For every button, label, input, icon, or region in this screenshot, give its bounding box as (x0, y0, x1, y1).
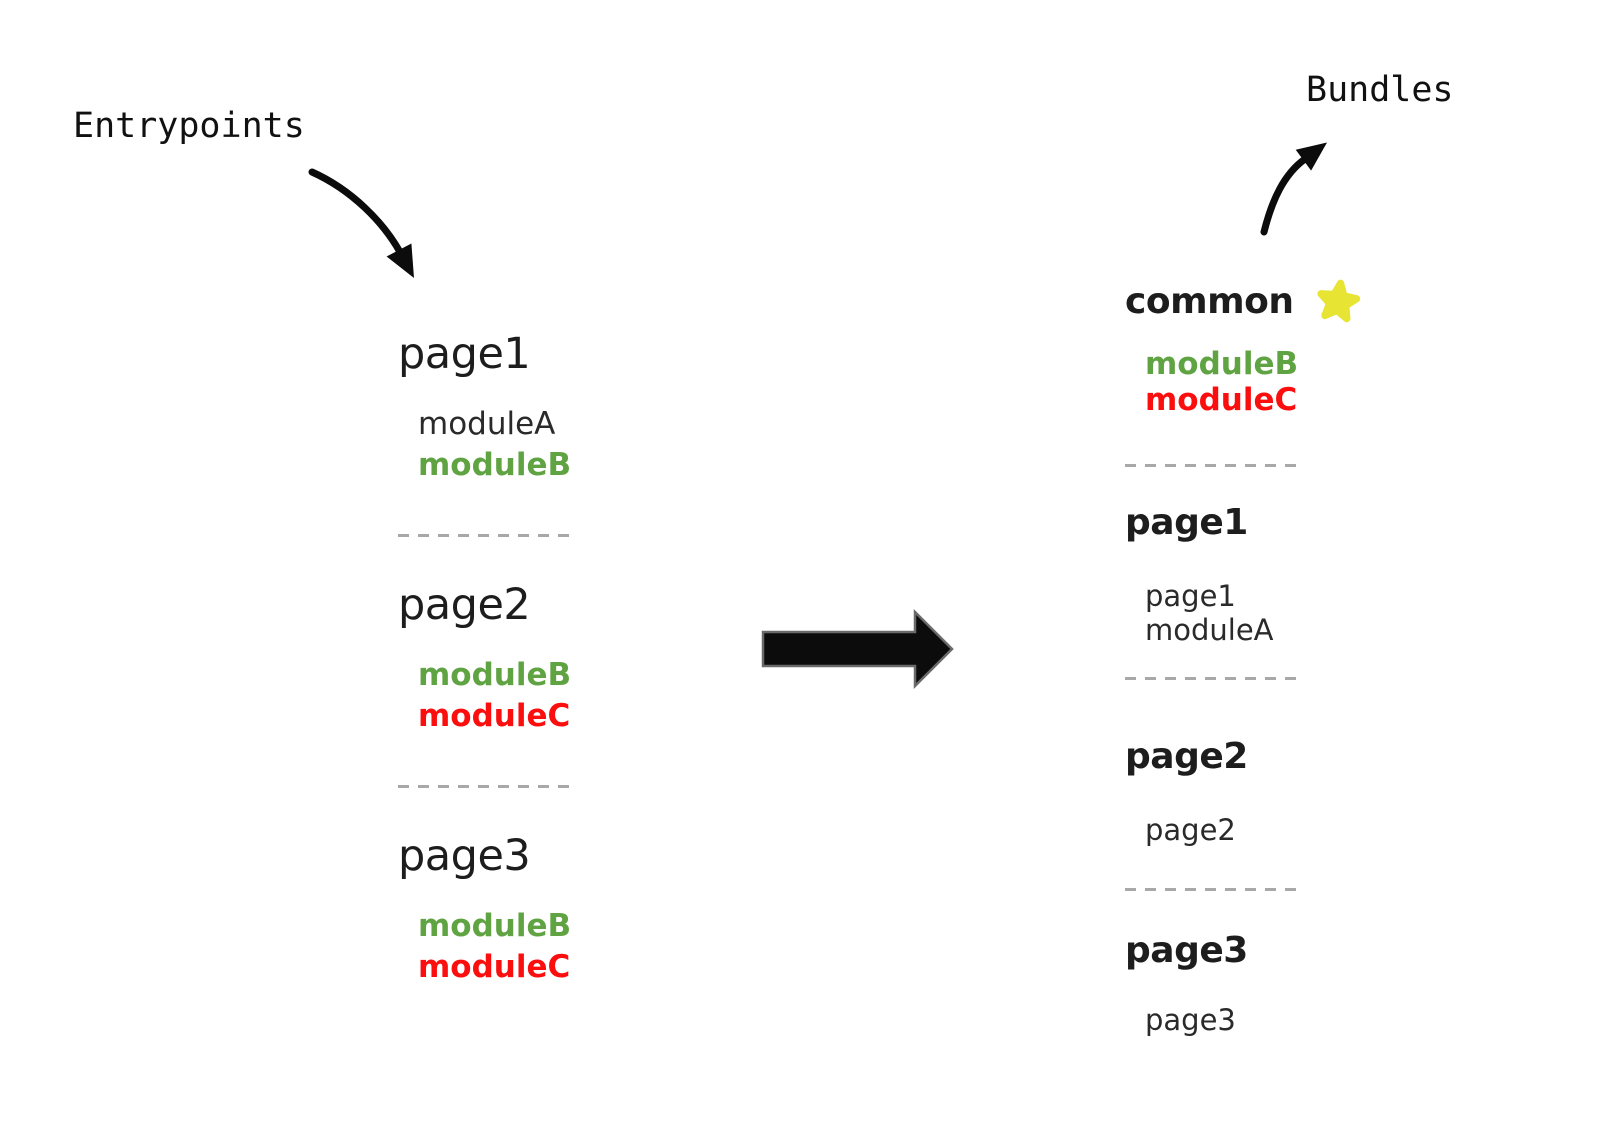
bundle-group-page2: page2 page2 (1125, 735, 1405, 847)
entrypoints-label: Entrypoints (73, 106, 305, 146)
transform-arrow (761, 608, 954, 690)
entry-group-page1: page1 moduleA moduleB (398, 330, 638, 486)
bundle-module-list: page3 (1125, 1003, 1405, 1037)
entry-title: page3 (398, 831, 531, 881)
bundle-module-list: moduleB moduleC (1125, 346, 1405, 418)
bundle-title: page1 (1125, 502, 1248, 543)
entry-module-list: moduleB moduleC (398, 906, 638, 988)
bundle-title: page3 (1125, 930, 1248, 971)
separator (398, 534, 578, 537)
entry-group-page3: page3 moduleB moduleC (398, 832, 638, 988)
module-item: moduleB (418, 447, 572, 483)
entry-title: page2 (398, 580, 531, 630)
bundles-label: Bundles (1306, 70, 1454, 110)
bundle-group-page3: page3 page3 (1125, 929, 1405, 1037)
separator (398, 785, 578, 788)
module-item: page1 (1145, 579, 1236, 613)
entry-title: page1 (398, 329, 531, 379)
star-icon (1317, 279, 1361, 323)
module-item: moduleC (418, 698, 571, 734)
module-item: page3 (1145, 1003, 1236, 1037)
bundle-header: common (1125, 279, 1405, 324)
module-item: moduleA (418, 406, 556, 442)
module-item: moduleA (1145, 613, 1274, 647)
module-item: moduleC (1145, 382, 1298, 418)
bundles-arrow (1260, 142, 1327, 236)
module-item: moduleB (418, 908, 572, 944)
separator (1125, 464, 1305, 467)
bundle-group-common: common moduleB moduleC (1125, 279, 1405, 418)
entrypoints-column: page1 moduleA moduleB page2 moduleB modu… (398, 330, 638, 988)
bundle-title: page2 (1125, 736, 1248, 777)
module-item: page2 (1145, 813, 1236, 847)
separator (1125, 677, 1305, 680)
module-item: moduleB (1145, 346, 1299, 382)
bundles-column: common moduleB moduleC page1 page1 modul… (1125, 279, 1405, 1037)
entrypoints-arrow (308, 168, 414, 278)
module-item: moduleB (418, 657, 572, 693)
bundle-group-page1: page1 page1 moduleA (1125, 501, 1405, 647)
module-item: moduleC (418, 949, 571, 985)
separator (1125, 888, 1305, 891)
entry-module-list: moduleA moduleB (398, 404, 638, 486)
bundle-module-list: page1 moduleA (1125, 579, 1405, 647)
entry-group-page2: page2 moduleB moduleC (398, 581, 638, 737)
entry-module-list: moduleB moduleC (398, 655, 638, 737)
bundle-module-list: page2 (1125, 813, 1405, 847)
bundle-title: common (1125, 281, 1294, 322)
